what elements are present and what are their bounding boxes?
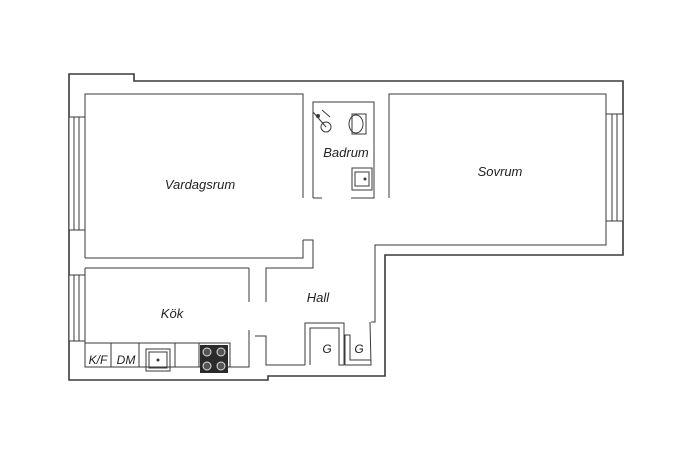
room-label-badrum: Badrum [323,145,369,160]
window-right-bedroom [605,113,624,222]
inner-walls [84,93,607,368]
bathroom-sink-icon [351,167,373,191]
fixture-label-garderob-1: G [322,342,331,356]
window-left-living [68,116,86,231]
room-label-vardagsrum: Vardagsrum [165,177,235,192]
window-left-kitchen [68,274,86,342]
room-label-kok: Kök [161,306,185,321]
stove-icon [200,345,228,373]
toilet-icon [348,113,367,135]
shower-icon [312,109,332,133]
wardrobe-1 [304,322,345,366]
kitchen-sink-icon [145,348,171,372]
fixture-label-dm: DM [117,353,136,367]
fixture-label-kf: K/F [89,353,108,367]
room-label-sovrum: Sovrum [478,164,523,179]
fixture-label-garderob-2: G [354,342,363,356]
room-label-hall: Hall [307,290,331,305]
outer-walls [68,73,624,381]
wardrobe-2 [344,334,371,365]
